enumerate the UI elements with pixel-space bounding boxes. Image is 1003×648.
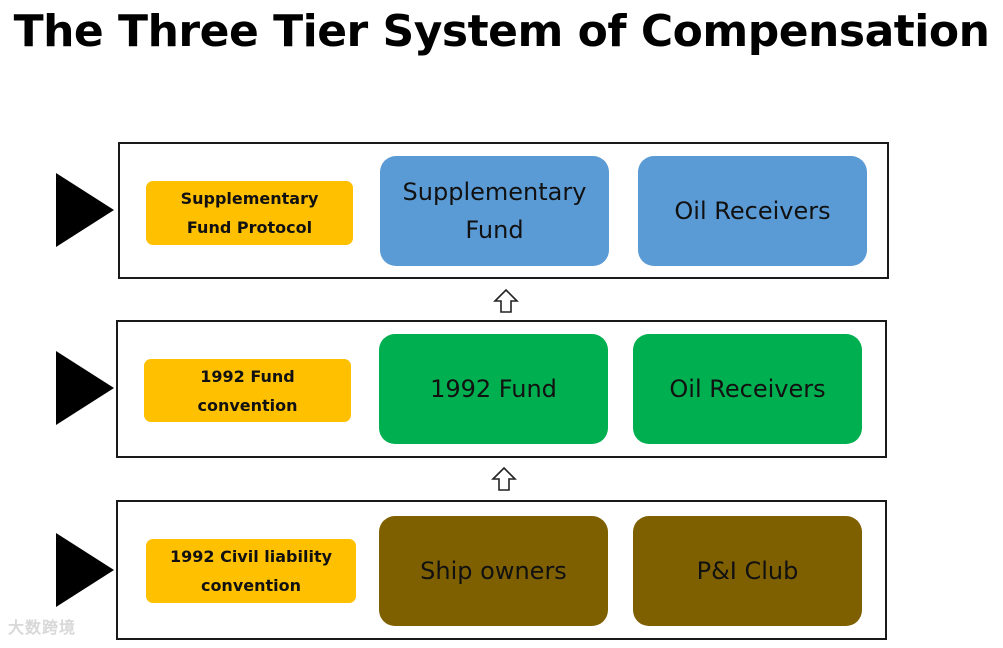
page-title: The Three Tier System of Compensation [13,6,990,57]
tier-3-pointer-arrow-icon [56,533,114,607]
tier-3-label: 1992 Civil liability convention [146,539,356,603]
tier-1-block-a: Supplementary Fund [380,156,609,266]
up-arrow-icon [493,288,519,313]
tier-2-row: 1992 Fund convention 1992 Fund Oil Recei… [116,320,887,458]
tier-1-label: Supplementary Fund Protocol [146,181,353,245]
tier-3-block-a: Ship owners [379,516,608,626]
tier-2-label: 1992 Fund convention [144,359,351,422]
tier-2-block-b: Oil Receivers [633,334,862,444]
tier-2-block-a: 1992 Fund [379,334,608,444]
tier-1-row: Supplementary Fund Protocol Supplementar… [118,142,889,279]
tier-2-pointer-arrow-icon [56,351,114,425]
tier-3-block-b: P&I Club [633,516,862,626]
up-arrow-icon [491,466,517,491]
tier-3-row: 1992 Civil liability convention Ship own… [116,500,887,640]
watermark-logo: 大数跨境 [8,618,77,637]
tier-1-block-b: Oil Receivers [638,156,867,266]
tier-1-pointer-arrow-icon [56,173,114,247]
